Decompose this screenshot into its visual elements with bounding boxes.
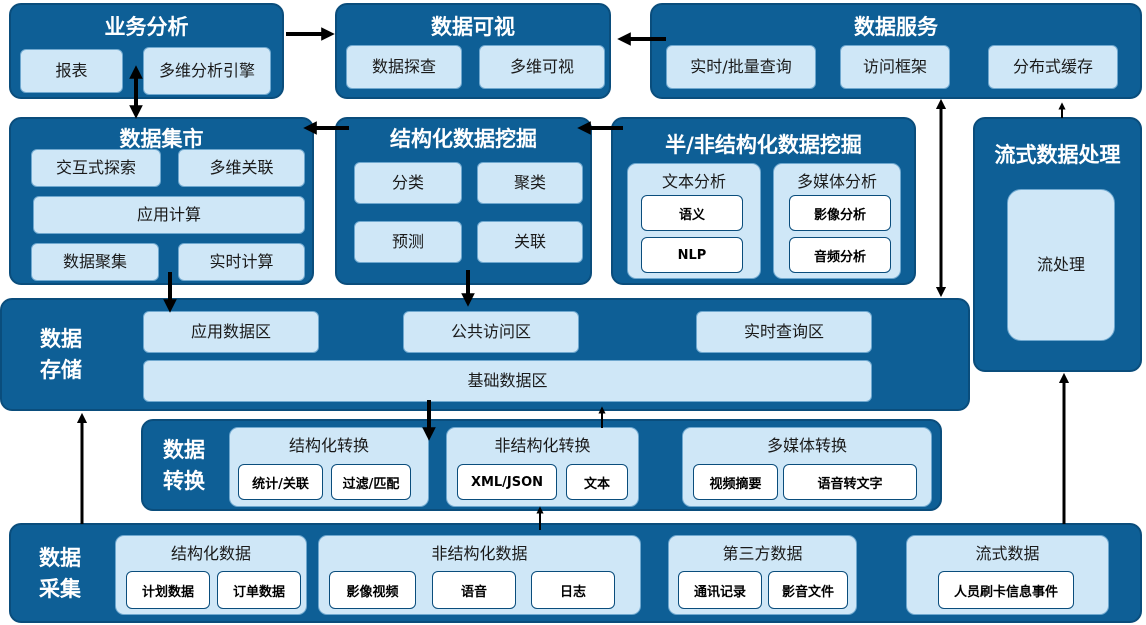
semantic-box: 语义 <box>641 195 743 231</box>
multimedia-analysis-title: 多媒体分析 <box>796 172 877 191</box>
structured-data-group: 结构化数据 计划数据 订单数据 <box>115 535 307 615</box>
data-transform-title: 数据 转换 <box>157 435 211 497</box>
data-mart-panel: 数据集市 交互式探索 多维关联 应用计算 数据聚集 实时计算 <box>9 117 314 285</box>
structured-transform-group: 结构化转换 统计/关联 过滤/匹配 <box>229 427 429 507</box>
unstructured-transform-group: 非结构化转换 XML/JSON 文本 <box>446 427 639 507</box>
data-transform-title-line1: 数据 <box>163 438 205 462</box>
comm-records-box: 通讯记录 <box>678 571 762 609</box>
stream-data-title: 流式数据 <box>975 544 1040 563</box>
data-collection-title-line1: 数据 <box>39 546 81 570</box>
text-analysis-title: 文本分析 <box>661 172 726 191</box>
log-box: 日志 <box>531 571 615 609</box>
speech-to-text-box: 语音转文字 <box>783 464 917 500</box>
report-box: 报表 <box>20 49 123 93</box>
data-collection-panel: 数据 采集 结构化数据 计划数据 订单数据 非结构化数据 影像视频 语音 日志 … <box>9 523 1142 623</box>
data-collection-title-line2: 采集 <box>39 577 81 601</box>
data-aggregate-box: 数据聚集 <box>31 243 159 281</box>
stat-relation-box: 统计/关联 <box>238 464 323 500</box>
access-framework-box: 访问框架 <box>840 45 950 89</box>
app-compute-box: 应用计算 <box>33 196 305 234</box>
query-box: 实时/批量查询 <box>666 45 816 89</box>
classify-box: 分类 <box>354 162 462 204</box>
stream-data-group: 流式数据 人员刷卡信息事件 <box>906 535 1109 615</box>
data-visualization-panel: 数据可视 数据探查 多维可视 <box>335 3 611 99</box>
distributed-cache-box: 分布式缓存 <box>988 45 1118 89</box>
business-analysis-panel: 业务分析 报表 多维分析引擎 <box>9 3 284 99</box>
cluster-box: 聚类 <box>477 162 583 204</box>
data-explore-box: 数据探查 <box>346 45 462 89</box>
card-swipe-event-box: 人员刷卡信息事件 <box>938 571 1074 609</box>
video-image-box: 影像视频 <box>329 571 416 609</box>
multimedia-transform-group: 多媒体转换 视频摘要 语音转文字 <box>682 427 932 507</box>
stream-processing-panel: 流式数据处理 流处理 <box>973 117 1142 372</box>
structured-data-title: 结构化数据 <box>170 544 251 563</box>
unstructured-data-title: 非结构化数据 <box>431 544 528 563</box>
app-data-zone-box: 应用数据区 <box>143 311 319 353</box>
interactive-explore-box: 交互式探索 <box>31 149 161 187</box>
media-files-box: 影音文件 <box>768 571 848 609</box>
video-summary-box: 视频摘要 <box>693 464 778 500</box>
stream-processing-title: 流式数据处理 <box>994 143 1121 167</box>
realtime-compute-box: 实时计算 <box>178 243 305 281</box>
base-data-zone-box: 基础数据区 <box>143 360 872 402</box>
data-storage-title-line1: 数据 <box>40 327 82 351</box>
xml-json-box: XML/JSON <box>457 464 557 500</box>
data-collection-title: 数据 采集 <box>33 543 87 605</box>
predict-box: 预测 <box>354 221 462 263</box>
multidim-visual-box: 多维可视 <box>479 45 605 89</box>
unstructured-transform-title: 非结构化转换 <box>494 436 591 455</box>
audio-analysis-box: 音频分析 <box>789 237 891 273</box>
third-party-data-title: 第三方数据 <box>722 544 803 563</box>
multidim-relation-box: 多维关联 <box>178 149 305 187</box>
multimedia-analysis-group: 多媒体分析 影像分析 音频分析 <box>773 163 901 279</box>
plan-data-box: 计划数据 <box>126 571 210 609</box>
business-analysis-title: 业务分析 <box>104 15 189 39</box>
voice-box: 语音 <box>432 571 516 609</box>
semi-unstructured-mining-panel: 半/非结构化数据挖掘 文本分析 语义 NLP 多媒体分析 影像分析 音频分析 <box>611 117 916 285</box>
order-data-box: 订单数据 <box>217 571 301 609</box>
associate-box: 关联 <box>477 221 583 263</box>
multimedia-transform-title: 多媒体转换 <box>766 436 847 455</box>
data-storage-title: 数据 存储 <box>34 324 88 386</box>
data-service-panel: 数据服务 实时/批量查询 访问框架 分布式缓存 <box>650 3 1142 99</box>
filter-match-box: 过滤/匹配 <box>331 464 411 500</box>
nlp-box: NLP <box>641 237 743 273</box>
structured-transform-title: 结构化转换 <box>288 436 369 455</box>
image-analysis-box: 影像分析 <box>789 195 891 231</box>
semi-unstructured-mining-title: 半/非结构化数据挖掘 <box>665 133 862 157</box>
data-mart-title: 数据集市 <box>119 127 204 151</box>
data-visualization-title: 数据可视 <box>431 15 515 39</box>
text-analysis-group: 文本分析 语义 NLP <box>627 163 761 279</box>
text-box: 文本 <box>566 464 628 500</box>
realtime-query-zone-box: 实时查询区 <box>696 311 872 353</box>
third-party-data-group: 第三方数据 通讯记录 影音文件 <box>668 535 857 615</box>
stream-process-box: 流处理 <box>1007 189 1115 341</box>
data-storage-panel: 数据 存储 应用数据区 公共访问区 实时查询区 基础数据区 <box>0 298 970 411</box>
public-access-zone-box: 公共访问区 <box>403 311 579 353</box>
data-transform-title-line2: 转换 <box>163 469 205 493</box>
structured-mining-panel: 结构化数据挖掘 分类 聚类 预测 关联 <box>335 117 592 285</box>
unstructured-data-group: 非结构化数据 影像视频 语音 日志 <box>318 535 641 615</box>
structured-mining-title: 结构化数据挖掘 <box>390 127 537 151</box>
multidim-engine-box: 多维分析引擎 <box>143 47 271 95</box>
data-service-title: 数据服务 <box>854 15 938 39</box>
data-transform-panel: 数据 转换 结构化转换 统计/关联 过滤/匹配 非结构化转换 XML/JSON … <box>141 419 942 511</box>
data-storage-title-line2: 存储 <box>40 358 82 382</box>
